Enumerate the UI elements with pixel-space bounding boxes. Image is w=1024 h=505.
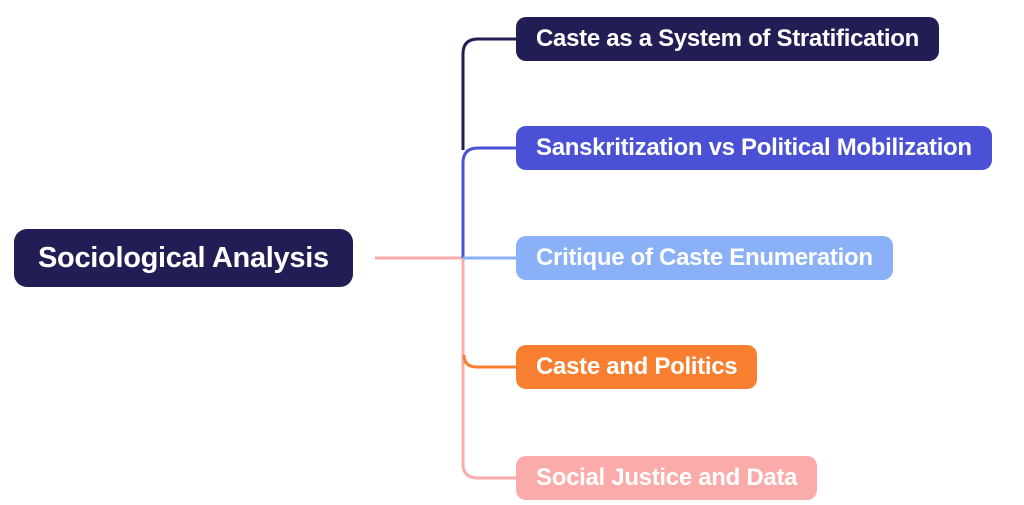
branch-node-caste-stratification[interactable]: Caste as a System of Stratification — [516, 17, 939, 61]
branch-node-sanskritization-vs-political-mobilization[interactable]: Sanskritization vs Political Mobilizatio… — [516, 126, 992, 170]
branch-node-label: Caste as a System of Stratification — [536, 25, 919, 52]
branch-node-label: Caste and Politics — [536, 353, 738, 380]
branch-node-label: Critique of Caste Enumeration — [536, 244, 873, 271]
branch-node-social-justice-and-data[interactable]: Social Justice and Data — [516, 456, 818, 500]
root-node[interactable]: Sociological Analysis — [14, 229, 353, 287]
branch-node-caste-and-politics[interactable]: Caste and Politics — [516, 345, 758, 389]
branch-node-label: Sanskritization vs Political Mobilizatio… — [536, 134, 972, 161]
branch-node-critique-of-caste-enumeration[interactable]: Critique of Caste Enumeration — [516, 236, 893, 280]
root-node-label: Sociological Analysis — [38, 242, 329, 274]
branch-node-label: Social Justice and Data — [536, 464, 798, 491]
